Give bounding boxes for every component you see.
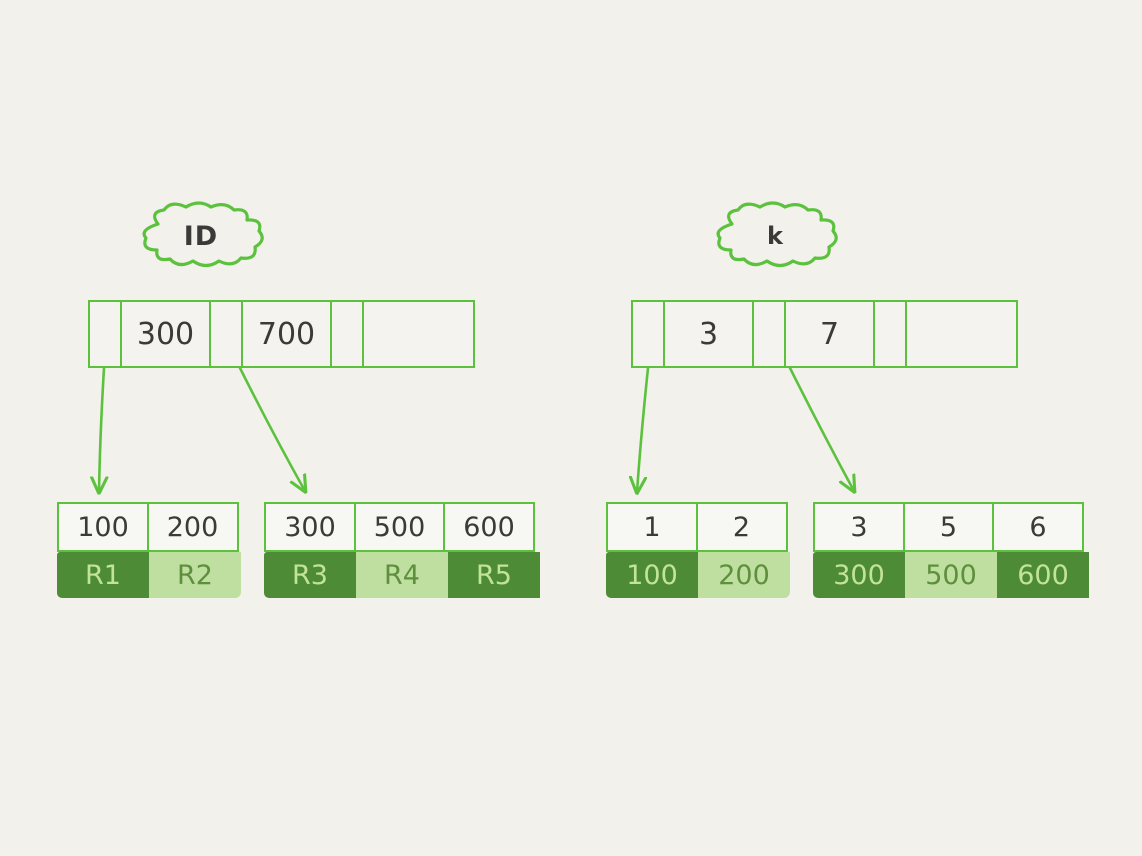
leaf-value-cell[interactable]: R5 bbox=[448, 552, 540, 598]
root-pointer-cell-0[interactable] bbox=[631, 300, 665, 368]
leaf-value-row: R1 R2 bbox=[57, 552, 241, 598]
arrow-k-root-to-leaf-left bbox=[637, 366, 650, 492]
leaf-key-cell[interactable]: 2 bbox=[695, 502, 788, 552]
cloud-shape-icon bbox=[716, 201, 838, 268]
leaf-value-row: R3 R4 R5 bbox=[264, 552, 540, 598]
leaf-value-row: 300 500 600 bbox=[813, 552, 1089, 598]
root-pointer-cell-0[interactable] bbox=[88, 300, 122, 368]
leaf-key-cell[interactable]: 6 bbox=[992, 502, 1084, 552]
leaf-value-cell[interactable]: 600 bbox=[997, 552, 1089, 598]
arrow-id-root-to-leaf-right bbox=[238, 366, 305, 491]
cloud-label-k-text: k bbox=[767, 222, 783, 250]
root-pointer-cell-2[interactable] bbox=[873, 300, 907, 368]
leaf-value-cell[interactable]: 100 bbox=[606, 552, 698, 598]
leaf-key-cell[interactable]: 500 bbox=[353, 502, 446, 552]
leaf-key-row: 300 500 600 bbox=[264, 502, 540, 552]
leaf-key-row: 1 2 bbox=[606, 502, 790, 552]
leaf-node-id-right[interactable]: 300 500 600 R3 R4 R5 bbox=[264, 502, 540, 598]
root-node-k[interactable]: 3 7 bbox=[631, 300, 1018, 368]
leaf-key-cell[interactable]: 5 bbox=[902, 502, 995, 552]
arrow-k-root-to-leaf-right bbox=[788, 366, 854, 491]
leaf-key-cell[interactable]: 100 bbox=[57, 502, 149, 552]
cloud-shape-icon bbox=[142, 201, 264, 268]
leaf-value-cell[interactable]: R4 bbox=[356, 552, 448, 598]
root-node-id[interactable]: 300 700 bbox=[88, 300, 475, 368]
leaf-key-cell[interactable]: 600 bbox=[443, 502, 535, 552]
leaf-key-cell[interactable]: 3 bbox=[813, 502, 905, 552]
leaf-key-cell[interactable]: 300 bbox=[264, 502, 356, 552]
root-key-cell-0[interactable]: 300 bbox=[119, 300, 212, 368]
root-empty-cell[interactable] bbox=[361, 300, 475, 368]
cloud-label-id-text: ID bbox=[183, 220, 219, 252]
root-empty-cell[interactable] bbox=[904, 300, 1018, 368]
leaf-node-k-right[interactable]: 3 5 6 300 500 600 bbox=[813, 502, 1089, 598]
leaf-value-cell[interactable]: 200 bbox=[698, 552, 790, 598]
root-pointer-cell-1[interactable] bbox=[209, 300, 243, 368]
leaf-value-cell[interactable]: R3 bbox=[264, 552, 356, 598]
root-key-cell-1[interactable]: 7 bbox=[783, 300, 876, 368]
leaf-key-cell[interactable]: 1 bbox=[606, 502, 698, 552]
leaf-value-cell[interactable]: 300 bbox=[813, 552, 905, 598]
cloud-label-k: k bbox=[705, 201, 845, 272]
root-pointer-cell-1[interactable] bbox=[752, 300, 786, 368]
cloud-label-id: ID bbox=[131, 201, 271, 272]
leaf-key-row: 100 200 bbox=[57, 502, 241, 552]
leaf-key-cell[interactable]: 200 bbox=[146, 502, 239, 552]
root-pointer-cell-2[interactable] bbox=[330, 300, 364, 368]
root-key-cell-1[interactable]: 700 bbox=[240, 300, 333, 368]
leaf-key-row: 3 5 6 bbox=[813, 502, 1089, 552]
leaf-node-k-left[interactable]: 1 2 100 200 bbox=[606, 502, 790, 598]
leaf-value-cell[interactable]: 500 bbox=[905, 552, 997, 598]
leaf-value-cell[interactable]: R1 bbox=[57, 552, 149, 598]
root-key-cell-0[interactable]: 3 bbox=[662, 300, 755, 368]
leaf-value-row: 100 200 bbox=[606, 552, 790, 598]
arrow-id-root-to-leaf-left bbox=[99, 366, 104, 492]
leaf-value-cell[interactable]: R2 bbox=[149, 552, 241, 598]
leaf-node-id-left[interactable]: 100 200 R1 R2 bbox=[57, 502, 241, 598]
